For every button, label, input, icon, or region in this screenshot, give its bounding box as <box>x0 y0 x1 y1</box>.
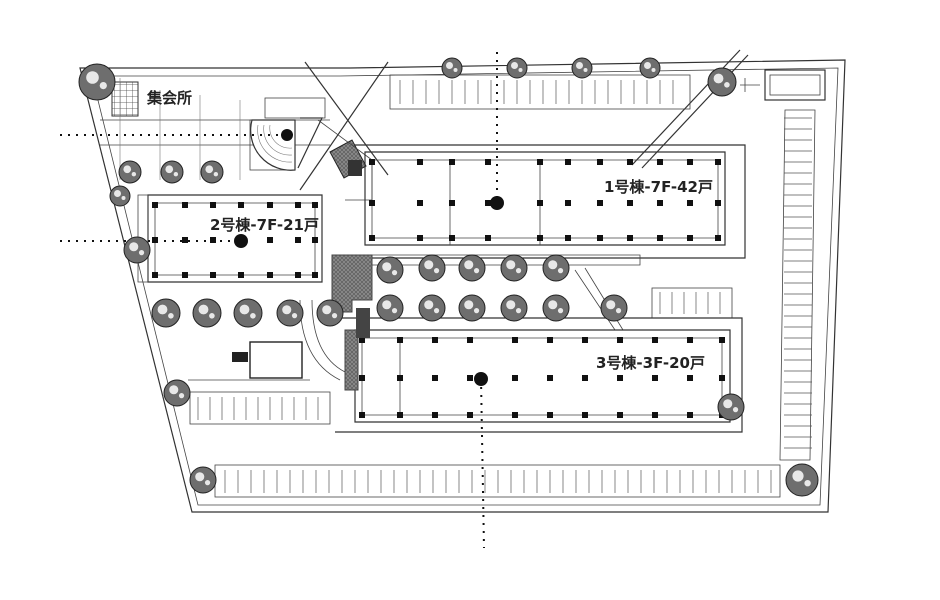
parking-middle <box>651 287 733 319</box>
tree-icon <box>418 294 446 322</box>
building-1: 1号棟-7F-42戸 <box>355 144 746 259</box>
building-3: 3号棟-3F-20戸 <box>335 317 743 433</box>
tree-icon <box>233 298 263 328</box>
building-1-label: 1号棟-7F-42戸 <box>604 178 713 196</box>
axis-lines <box>60 52 498 549</box>
tree-icon <box>571 57 593 79</box>
tree-icon <box>542 294 570 322</box>
tree-icon <box>500 254 528 282</box>
building-2-label: 2号棟-7F-21戸 <box>210 216 319 234</box>
utility-building <box>188 341 310 381</box>
building-2: 2号棟-7F-21戸 <box>137 194 323 283</box>
tree-icon <box>376 294 404 322</box>
site-boundary <box>79 59 846 513</box>
tree-icon <box>542 254 570 282</box>
parking-right <box>779 109 816 461</box>
tree-icon <box>639 57 661 79</box>
tree-icon <box>160 160 184 184</box>
tree-icon <box>785 463 819 497</box>
tree-icon <box>109 185 131 207</box>
tree-icon <box>78 63 116 101</box>
tree-icon <box>600 294 628 322</box>
elevator-core <box>317 119 373 201</box>
tree-icon <box>717 393 745 421</box>
tree-icon <box>200 160 224 184</box>
meeting-hall: 集会所 <box>100 78 330 180</box>
tree-icon <box>316 299 344 327</box>
tree-icon <box>458 254 486 282</box>
tree-icon <box>376 256 404 284</box>
tree-icon <box>151 298 181 328</box>
meeting-hall-label: 集会所 <box>146 89 192 107</box>
tree-icon <box>189 466 217 494</box>
tree-icon <box>458 294 486 322</box>
tree-icon <box>192 298 222 328</box>
bike-shed <box>740 69 826 101</box>
tree-icon <box>123 236 151 264</box>
tree-icon <box>441 57 463 79</box>
tree-icon <box>506 57 528 79</box>
tree-icon <box>500 294 528 322</box>
tree-icon <box>118 160 142 184</box>
tree-icon <box>276 299 304 327</box>
parking-bottom <box>214 464 781 498</box>
tree-icon <box>418 254 446 282</box>
parking-left <box>189 391 331 425</box>
tree-icon <box>707 67 737 97</box>
trees <box>78 57 819 497</box>
building-3-label: 3号棟-3F-20戸 <box>596 354 705 372</box>
parking-top <box>389 74 691 110</box>
tree-icon <box>163 379 191 407</box>
